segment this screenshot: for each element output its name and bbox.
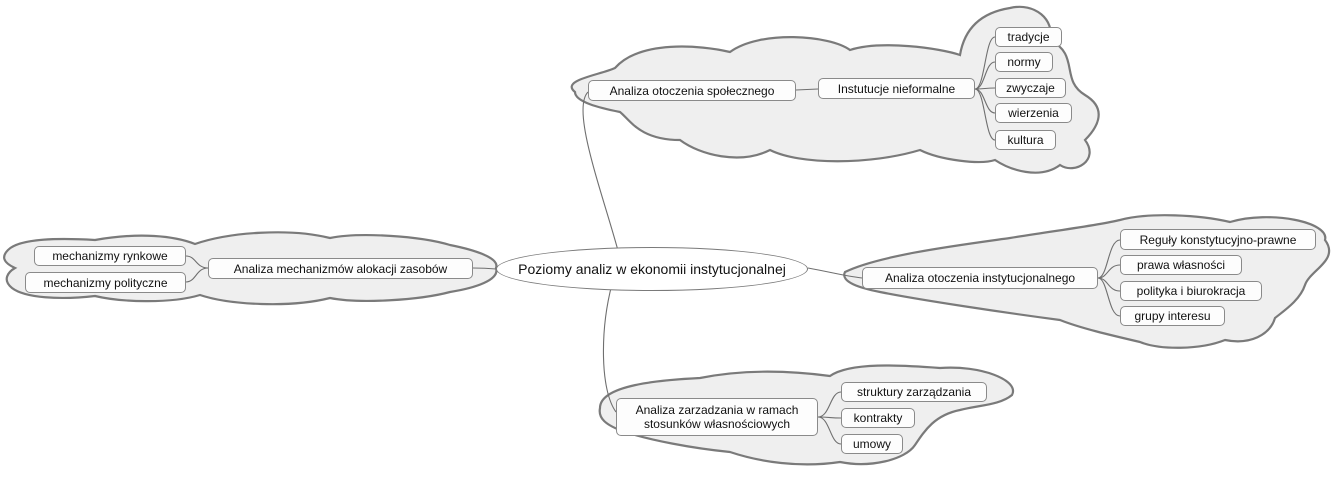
topic-management-line1: Analiza zarzadzania w ramach	[635, 403, 799, 417]
link-social-sub	[795, 88, 819, 91]
link-inst-4	[1097, 277, 1121, 317]
link-center-institutional	[807, 267, 863, 279]
leaf-politics-bureaucracy[interactable]: polityka i biurokracja	[1120, 281, 1262, 301]
leaf-label: grupy interesu	[1134, 309, 1211, 323]
central-topic-label: Poziomy analiz w ekonomii instytucjonaln…	[518, 261, 786, 277]
link-sub-normy	[974, 61, 996, 90]
link-mgmt-3	[817, 416, 842, 445]
link-sub-kultura	[974, 88, 996, 141]
link-center-social	[582, 91, 621, 259]
leaf-constitutional-rules[interactable]: Reguły konstytucyjno-prawne	[1120, 229, 1316, 250]
leaf-label: mechanizmy polityczne	[43, 275, 168, 290]
leaf-label: umowy	[852, 437, 891, 451]
topic-social-environment-label: Analiza otoczenia społecznego	[609, 83, 775, 98]
topic-institutional-environment[interactable]: Analiza otoczenia instytucjonalnego	[862, 267, 1098, 289]
leaf-governance-structures[interactable]: struktury zarządzania	[841, 382, 987, 402]
leaf-label: tradycje	[1007, 30, 1050, 44]
leaf-label: polityka i biurokracja	[1136, 284, 1246, 298]
leaf-label: zwyczaje	[1006, 81, 1055, 95]
topic-institutional-environment-label: Analiza otoczenia instytucjonalnego	[884, 271, 1076, 285]
leaf-market-mechanisms[interactable]: mechanizmy rynkowe	[34, 246, 186, 266]
leaf-normy[interactable]: normy	[995, 52, 1053, 72]
leaf-zwyczaje[interactable]: zwyczaje	[995, 78, 1066, 98]
leaf-label: struktury zarządzania	[856, 385, 972, 399]
link-center-allocation	[472, 267, 497, 270]
leaf-label: prawa własności	[1136, 258, 1226, 272]
leaf-kultura[interactable]: kultura	[995, 130, 1056, 150]
leaf-tradycje[interactable]: tradycje	[995, 27, 1062, 47]
leaf-interest-groups[interactable]: grupy interesu	[1120, 306, 1225, 326]
leaf-contracts[interactable]: kontrakty	[841, 408, 915, 428]
topic-allocation-mechanisms[interactable]: Analiza mechanizmów alokacji zasobów	[208, 258, 473, 279]
subtopic-informal-institutions[interactable]: Instutucje nieformalne	[818, 78, 975, 99]
link-inst-1	[1097, 239, 1121, 279]
topic-allocation-mechanisms-label: Analiza mechanizmów alokacji zasobów	[233, 261, 448, 276]
link-alloc-1	[185, 255, 209, 269]
leaf-label: kontrakty	[853, 411, 903, 425]
link-inst-2	[1097, 264, 1121, 279]
leaf-label: wierzenia	[1008, 106, 1059, 120]
central-topic[interactable]: Poziomy analiz w ekonomii instytucjonaln…	[496, 247, 808, 291]
leaf-property-rights[interactable]: prawa własności	[1120, 255, 1242, 275]
leaf-wierzenia[interactable]: wierzenia	[995, 103, 1072, 123]
leaf-label: Reguły konstytucyjno-prawne	[1139, 232, 1297, 247]
link-sub-tradycje	[974, 36, 996, 90]
topic-social-environment[interactable]: Analiza otoczenia społecznego	[588, 80, 796, 101]
leaf-label: kultura	[1007, 133, 1044, 147]
link-alloc-2	[185, 267, 209, 283]
topic-management-analysis[interactable]: Analiza zarzadzania w ramach stosunków w…	[616, 398, 818, 436]
link-center-management	[602, 283, 617, 413]
topic-management-line2: stosunków własnościowych	[643, 417, 791, 431]
leaf-label: normy	[1007, 55, 1041, 69]
link-mgmt-1	[817, 391, 842, 418]
leaf-agreements[interactable]: umowy	[841, 434, 903, 454]
leaf-political-mechanisms[interactable]: mechanizmy polityczne	[25, 272, 186, 293]
leaf-label: mechanizmy rynkowe	[52, 249, 168, 263]
subtopic-informal-institutions-label: Instutucje nieformalne	[837, 81, 956, 96]
